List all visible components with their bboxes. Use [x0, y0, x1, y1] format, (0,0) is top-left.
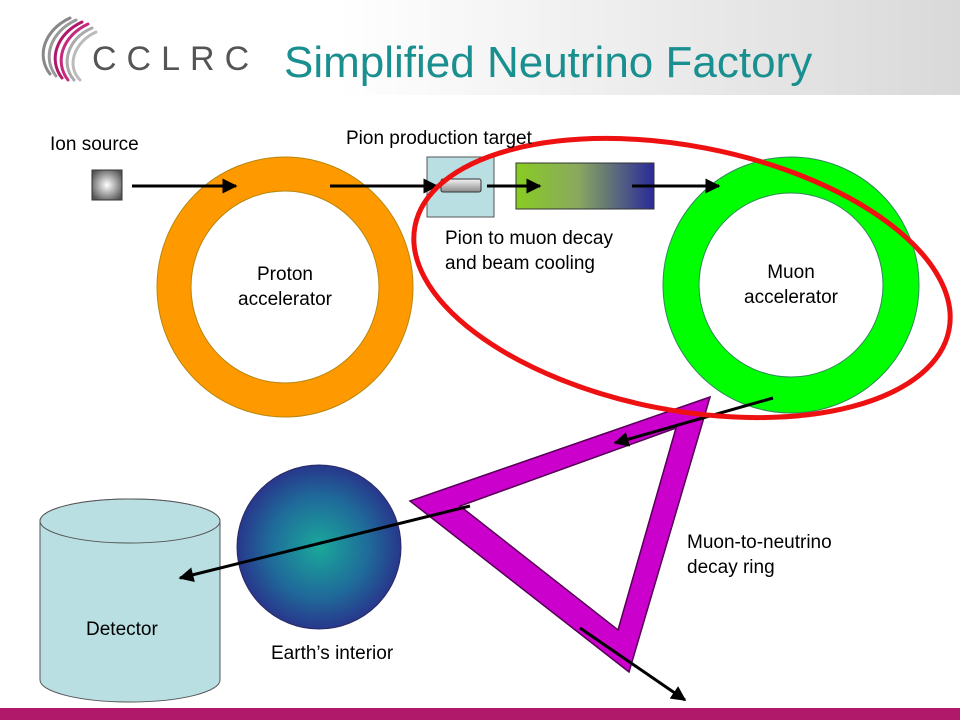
page-title: Simplified Neutrino Factory	[284, 38, 813, 87]
ion-source-label: Ion source	[50, 134, 139, 155]
proton-label-line1: Proton	[257, 264, 313, 285]
muon-accelerator-ring	[662, 156, 920, 414]
cclrc-logo-swoosh-icon	[41, 16, 98, 82]
decay-ring-label: Muon-to-neutrino decay ring	[687, 530, 832, 580]
ion-source-block	[91, 169, 123, 201]
detector-label: Detector	[86, 619, 158, 640]
header-band	[0, 0, 960, 95]
pion-decay-line2: and beam cooling	[445, 253, 595, 274]
decay-ring-line2: decay ring	[687, 557, 775, 578]
proton-accelerator-label: Proton accelerator	[215, 262, 355, 312]
arrow-neutrino-to-detector	[178, 504, 471, 583]
proton-label-line2: accelerator	[238, 289, 332, 310]
muon-accelerator-label: Muon accelerator	[721, 260, 861, 310]
pion-decay-line1: Pion to muon decay	[445, 228, 613, 249]
earth-label: Earth’s interior	[271, 643, 394, 664]
earth-sphere	[236, 464, 402, 630]
highlight-ellipse	[411, 135, 953, 421]
logo-text: CCLRC	[92, 40, 260, 78]
pion-decay-label: Pion to muon decay and beam cooling	[445, 226, 613, 276]
proton-accelerator-ring	[156, 156, 414, 418]
decay-ring-line1: Muon-to-neutrino	[687, 532, 832, 553]
arrow-muon-to-decay-ring	[613, 396, 774, 447]
muon-label-line2: accelerator	[744, 287, 838, 308]
detector-top	[39, 498, 221, 544]
muon-label-line1: Muon	[767, 262, 815, 283]
pion-target-label: Pion production target	[346, 128, 532, 149]
decay-ring-triangle	[408, 395, 712, 674]
bottom-bar	[0, 708, 960, 720]
arrow-neutrino-outward	[579, 626, 687, 702]
